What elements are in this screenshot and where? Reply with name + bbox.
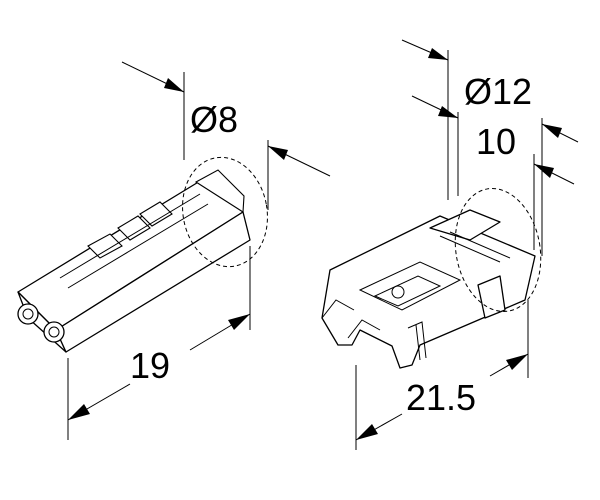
left-diameter-ellipse (182, 156, 268, 268)
right-connector-front-slot (407, 321, 427, 361)
left-connector-hole-2 (43, 321, 65, 343)
right-connector-opening-inner (373, 275, 442, 307)
left-connector-ridge-2 (117, 215, 151, 241)
right-length-label: 21.5 (406, 377, 476, 418)
right-width-arrow-2 (542, 124, 562, 138)
right-length-dimension: 21.5 (355, 300, 529, 450)
left-length-label: 19 (130, 345, 170, 386)
left-connector-side-face (55, 211, 251, 353)
left-diameter-dimension: Ø8 (121, 61, 331, 210)
left-diameter-arrow-2 (268, 146, 288, 160)
right-connector-prong-2 (347, 319, 381, 339)
left-connector-ridge-1 (87, 233, 123, 259)
left-connector-ridge-3 (139, 201, 173, 227)
right-length-arrow-1 (356, 424, 378, 440)
left-connector-groove (59, 193, 209, 289)
right-connector-prong-1 (321, 299, 355, 319)
left-connector-end-block (194, 169, 245, 213)
right-connector (321, 188, 542, 369)
left-length-dimension: 19 (67, 246, 251, 440)
right-connector-latch (477, 275, 506, 319)
left-connector-hole-1 (17, 303, 39, 325)
left-connector-hole-1-inner (22, 308, 34, 320)
right-width-label: 10 (476, 121, 516, 162)
right-diameter-arrow-1 (428, 48, 448, 60)
right-diameter-dimension: Ø12 (401, 39, 543, 256)
left-length-arrow-1 (68, 404, 90, 420)
left-diameter-label: Ø8 (190, 99, 238, 140)
left-length-arrow-2 (228, 314, 250, 330)
right-diameter-label: Ø12 (464, 71, 532, 112)
right-width-dimension: 10 (411, 95, 579, 250)
left-diameter-arrow-1 (164, 78, 184, 92)
right-connector-rear-clip (429, 209, 501, 241)
right-connector-pin (391, 285, 405, 299)
right-connector-opening (358, 261, 462, 311)
left-connector (17, 156, 268, 353)
left-connector-hole-2-inner (48, 326, 60, 338)
right-width-arrow-1 (438, 106, 458, 118)
right-connector-rear-rail (439, 231, 511, 263)
right-diameter-ellipse (454, 188, 542, 312)
right-length-arrow-2 (506, 354, 528, 370)
right-width-arrow-3 (534, 164, 554, 178)
